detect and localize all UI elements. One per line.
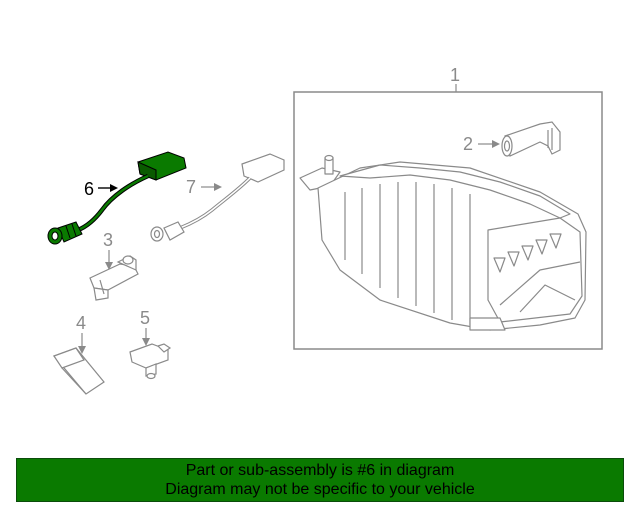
- callout-label-2: 2: [463, 134, 473, 154]
- callout-label-6: 6: [84, 179, 94, 199]
- footer-line-2: Diagram may not be specific to your vehi…: [165, 481, 475, 498]
- part-6-oxygen-sensor[interactable]: [47, 151, 187, 245]
- callout-label-1: 1: [450, 65, 460, 85]
- part-2-elbow-hose[interactable]: [501, 121, 561, 157]
- callout-2[interactable]: 2: [463, 134, 500, 154]
- part-5-pressure-sensor[interactable]: [129, 343, 172, 380]
- part-4-bracket[interactable]: [52, 347, 105, 395]
- parts-diagram: 1 2: [47, 65, 603, 395]
- callout-label-4: 4: [76, 313, 86, 333]
- callout-1[interactable]: 1: [450, 65, 460, 92]
- callout-arrow-2: [492, 140, 500, 148]
- callout-6[interactable]: 6: [84, 179, 118, 199]
- callout-label-5: 5: [140, 308, 150, 328]
- part-1-charcoal-canister[interactable]: [299, 154, 587, 331]
- callout-4[interactable]: 4: [76, 313, 86, 354]
- footer-banner: Part or sub-assembly is #6 in diagram Di…: [16, 458, 624, 502]
- callout-5[interactable]: 5: [140, 308, 150, 346]
- callout-arrow-3: [105, 262, 113, 270]
- callout-arrow-4: [78, 346, 86, 354]
- footer-line-1: Part or sub-assembly is #6 in diagram: [185, 462, 455, 479]
- callout-label-3: 3: [103, 230, 113, 250]
- callout-label-7: 7: [186, 177, 196, 197]
- canister-box-outline: [293, 91, 603, 350]
- callout-3[interactable]: 3: [103, 230, 113, 270]
- callout-7[interactable]: 7: [186, 177, 222, 197]
- callout-arrow-6: [110, 184, 118, 192]
- part-7-oxygen-sensor[interactable]: [150, 153, 285, 242]
- callout-arrow-7: [214, 183, 222, 191]
- part-3-purge-valve[interactable]: [89, 255, 139, 301]
- callout-arrow-5: [142, 338, 150, 346]
